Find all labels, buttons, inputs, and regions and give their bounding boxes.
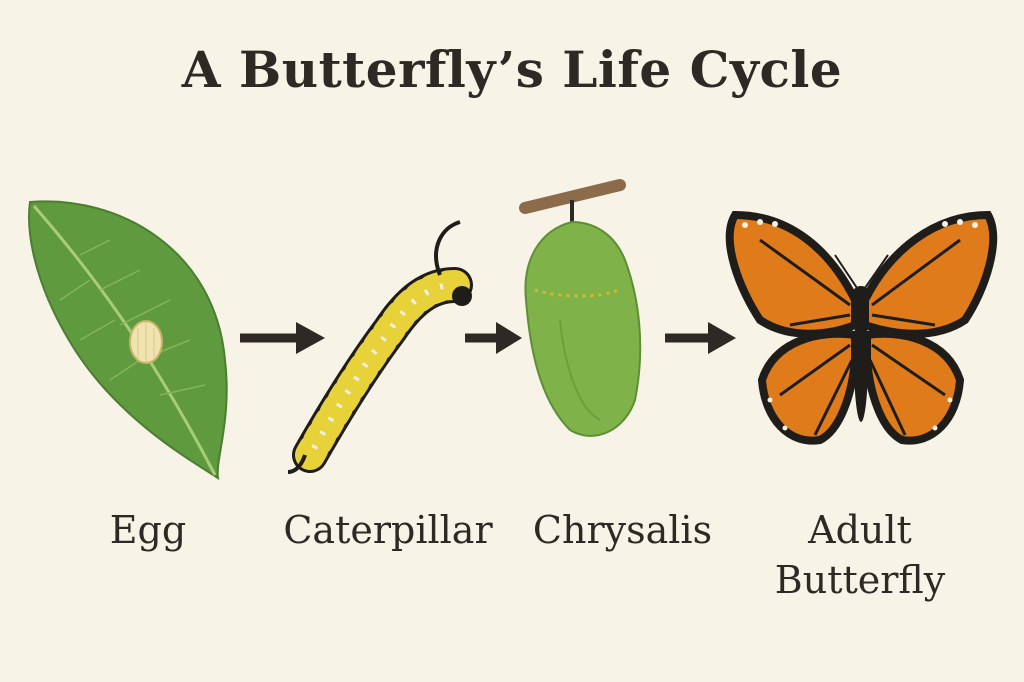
butterfly-icon [725,210,998,445]
stage-label-adult-line1: Adult [808,508,912,552]
caterpillar-icon [287,220,473,474]
arrow-icon [665,322,736,354]
stage-label-egg: Egg [109,508,187,552]
egg-icon [129,320,163,364]
arrow-icon [240,322,325,354]
stage-label-chrysalis: Chrysalis [532,508,713,552]
leaf-icon [28,200,228,481]
stage-label-adult: Adult Butterfly [760,505,960,605]
stage-label-adult-line2: Butterfly [774,558,946,602]
arrow-icon [465,322,522,354]
stage-label-caterpillar: Caterpillar [283,508,493,552]
chrysalis-icon [519,179,642,437]
diagram-title: A Butterfly’s Life Cycle [181,40,843,99]
